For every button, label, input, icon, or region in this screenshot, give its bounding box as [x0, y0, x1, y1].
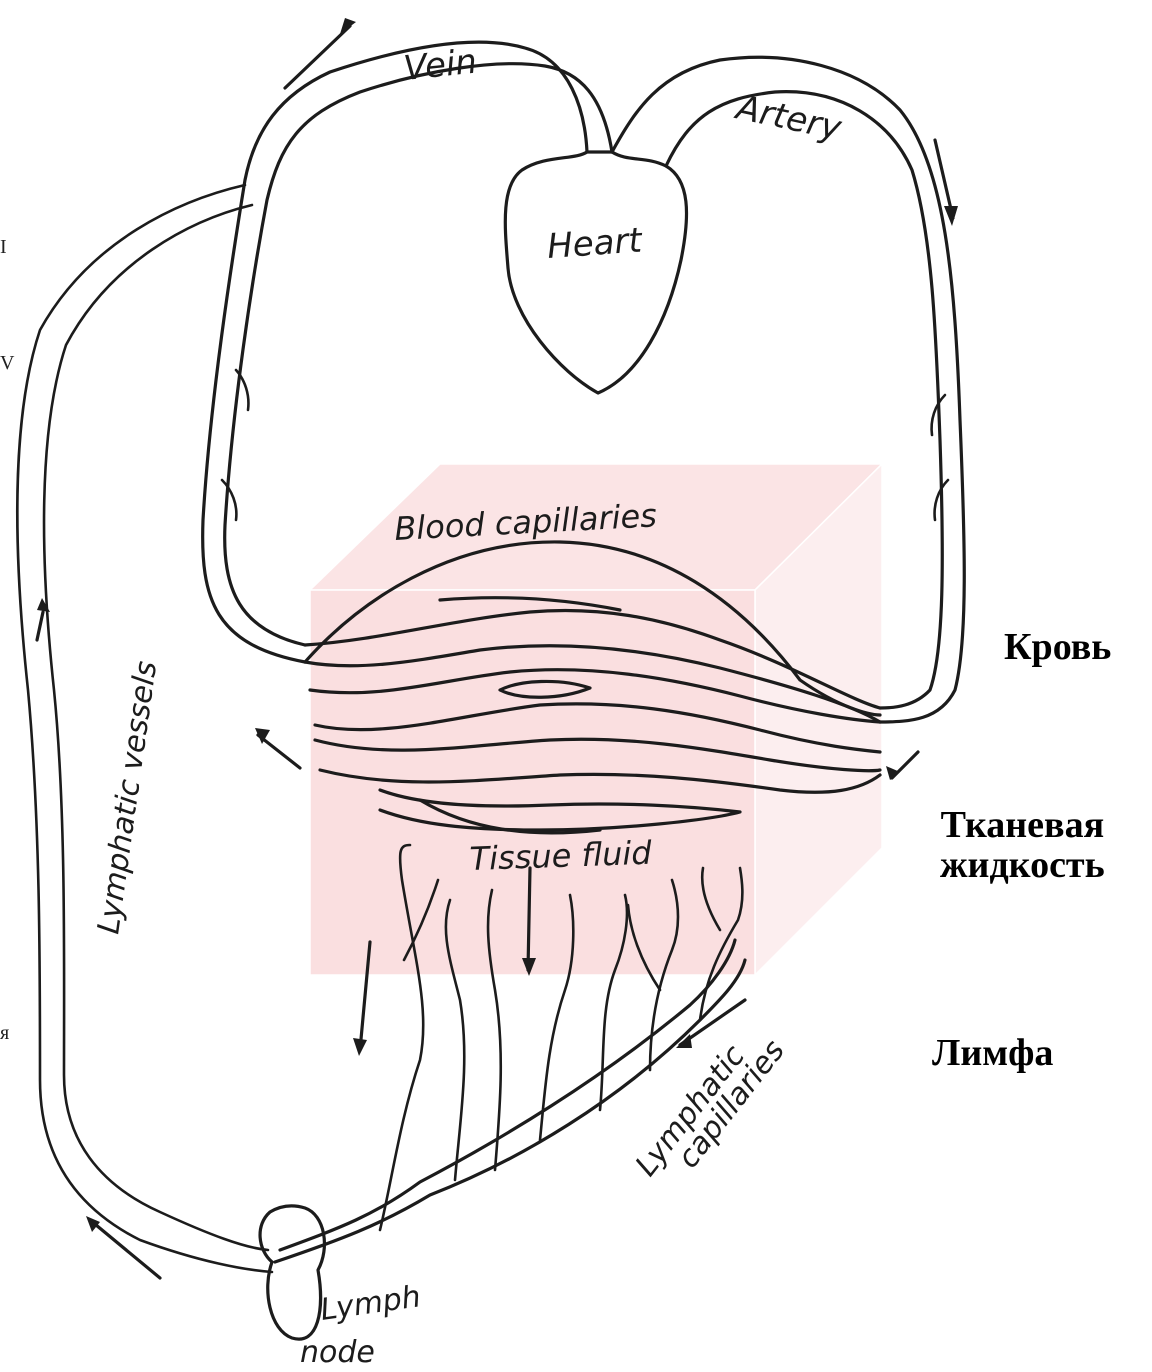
- side-label-tissue-fluid: Тканевая жидкость: [940, 806, 1105, 886]
- edge-fragment-2: V: [0, 352, 14, 375]
- lymph-node: [260, 1206, 324, 1339]
- side-label-lymph: Лимфа: [932, 1034, 1053, 1074]
- edge-fragment-3: я: [0, 1022, 9, 1045]
- label-heart: Heart: [546, 220, 645, 267]
- heart-outline: [505, 152, 686, 393]
- cube-front-face: [310, 590, 755, 975]
- label-lymph-node-line2: node: [300, 1335, 375, 1370]
- side-label-blood: Кровь: [1004, 628, 1111, 668]
- label-vein: Vein: [402, 42, 479, 89]
- edge-fragment-1: I: [0, 236, 7, 259]
- side-label-tissue-fluid-line1: Тканевая: [940, 806, 1105, 846]
- label-lymphatic-vessels: Lymphatic vessels: [91, 659, 164, 936]
- side-label-tissue-fluid-line2: жидкость: [940, 846, 1105, 886]
- label-tissue-fluid: Tissue fluid: [469, 834, 653, 878]
- arrow-lymph-return: [90, 1220, 160, 1278]
- arrow-lymph-vessel-up: [37, 612, 43, 640]
- arrow-tissue-down-1: [528, 868, 530, 970]
- label-lymph-node-line1: Lymph: [318, 1279, 423, 1328]
